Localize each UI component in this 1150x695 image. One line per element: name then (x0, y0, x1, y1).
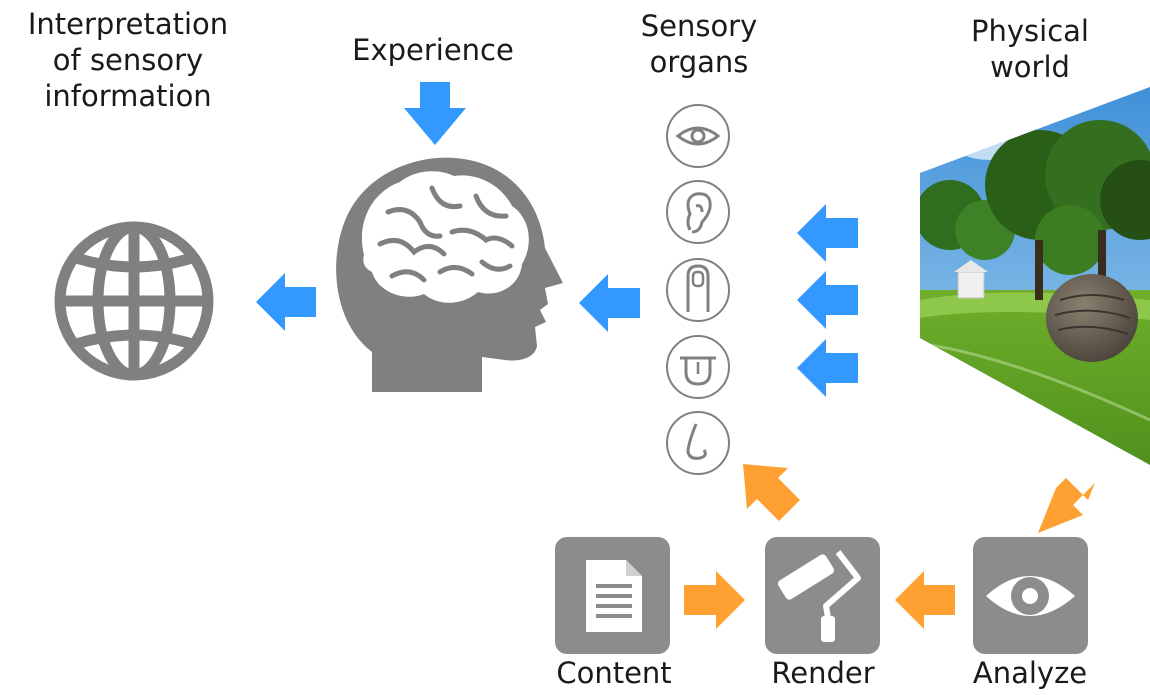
eye-icon (666, 104, 730, 168)
experience-arrow-down (404, 82, 466, 145)
content-box[interactable] (555, 537, 670, 654)
nose-icon (666, 411, 730, 475)
blue-arrow-to-head (579, 274, 640, 332)
orange-arrow-to-analyze (1038, 478, 1095, 533)
analyze-eye-icon (986, 576, 1075, 616)
blue-arrow-to-globe (256, 273, 316, 331)
head-brain-icon (336, 157, 563, 392)
park-photo (920, 87, 1150, 465)
document-icon (586, 560, 642, 632)
paint-roller-icon (777, 550, 861, 642)
orange-arrow-from-content (684, 571, 745, 629)
orange-arrow-to-render (895, 571, 955, 629)
sensory-organs-column (666, 104, 730, 475)
label-content: Content (556, 656, 672, 690)
label-interpretation: Interpretation of sensory information (27, 7, 229, 113)
label-sensory-organs: Sensory organs (640, 9, 758, 79)
finger-icon (666, 258, 730, 322)
label-physical-world: Physical world (971, 14, 1089, 84)
blue-arrow-world-3 (797, 339, 858, 397)
ear-icon (666, 180, 730, 244)
blue-arrows-from-world (797, 204, 858, 397)
label-analyze: Analyze (972, 656, 1088, 690)
label-render: Render (771, 656, 875, 690)
render-box[interactable] (765, 537, 880, 654)
blue-arrow-world-1 (797, 204, 858, 262)
globe-icon (54, 221, 214, 381)
blue-arrow-world-2 (797, 271, 858, 329)
orange-arrow-to-organs (743, 464, 800, 521)
analyze-box[interactable] (973, 537, 1088, 654)
tongue-icon (666, 335, 730, 399)
label-experience: Experience (352, 33, 514, 67)
